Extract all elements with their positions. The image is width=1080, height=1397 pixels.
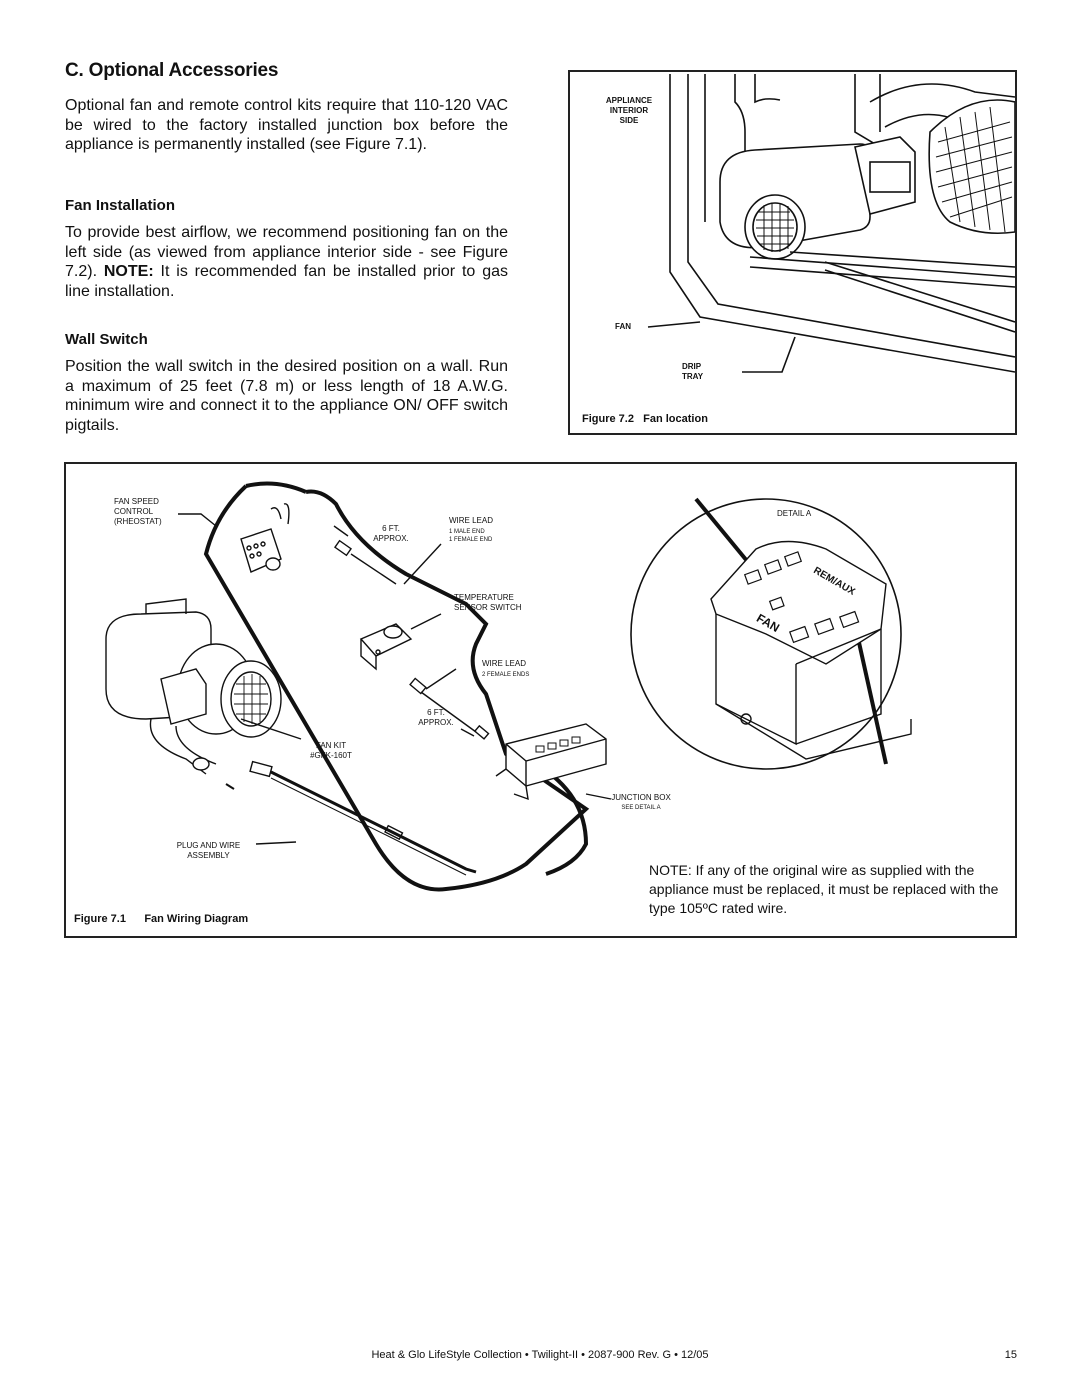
wire-lead-label-1: WIRE LEAD — [449, 516, 494, 525]
label-line: TEMPERATURE — [454, 593, 514, 602]
label-line: (RHEOSTAT) — [114, 517, 162, 526]
label-line: TRAY — [682, 372, 704, 381]
figure-7-2-caption-number: Figure 7.2 — [582, 413, 634, 425]
label-line: FAN SPEED — [114, 497, 159, 506]
fan-installation-text-after: It is recommended fan be installed prior… — [65, 263, 508, 300]
label-line: CONTROL — [114, 507, 154, 516]
label-line: DRIP — [682, 362, 702, 371]
fan-wiring-diagram — [105, 481, 912, 892]
figure-7-2-caption: Figure 7.2 Fan location — [582, 413, 708, 425]
figure-7-1: FAN SPEED CONTROL (RHEOSTAT) 6 FT. APPRO… — [64, 462, 1017, 938]
fan-installation-paragraph: To provide best airflow, we recommend po… — [65, 223, 508, 301]
wall-switch-heading: Wall Switch — [65, 331, 148, 348]
fan-installation-note-label: NOTE: — [103, 263, 154, 280]
label-line: SIDE — [619, 116, 639, 125]
label-line: ASSEMBLY — [187, 851, 230, 860]
label-line: FAN KIT — [315, 741, 347, 750]
temperature-sensor-label: TEMPERATURE SENSOR SWITCH — [454, 593, 522, 613]
label-line: 6 FT. — [427, 708, 445, 717]
figure-7-1-caption-title: Fan Wiring Diagram — [144, 913, 249, 925]
label-line: 1 MALE END — [449, 529, 485, 535]
intro-paragraph: Optional fan and remote control kits req… — [65, 97, 508, 153]
fan-speed-control-label: FAN SPEED CONTROL (RHEOSTAT) — [114, 497, 162, 527]
figure-7-1-caption: Figure 7.1 Fan Wiring Diagram — [74, 913, 248, 925]
label-line: 1 FEMALE END — [449, 537, 493, 543]
junction-box-label: JUNCTION BOX — [611, 793, 671, 802]
detail-a-label: DETAIL A — [777, 509, 812, 518]
figure-7-1-caption-number: Figure 7.1 — [74, 913, 126, 925]
label-line: SENSOR SWITCH — [454, 603, 522, 612]
wire-lead-label-2: WIRE LEAD — [482, 659, 527, 668]
fan-installation-heading: Fan Installation — [65, 197, 176, 214]
label-line: 6 FT. — [382, 524, 400, 533]
fan-kit-label: FAN KIT #GFK-160T — [301, 741, 361, 761]
junction-box-sub-label: SEE DETAIL A — [621, 805, 661, 811]
page-number: 15 — [1004, 1349, 1017, 1361]
section-title: C. Optional Accessories — [65, 60, 279, 81]
figure-7-2: APPLIANCE INTERIOR SIDE FAN DRIP TRAY Fi… — [568, 70, 1017, 435]
footer-text: Heat & Glo LifeStyle Collection • Twilig… — [371, 1349, 709, 1361]
fan-installation-text-before: To provide best airflow, we recommend po… — [65, 224, 508, 280]
fan-label: FAN — [615, 322, 631, 331]
plug-and-wire-label: PLUG AND WIRE ASSEMBLY — [161, 841, 256, 861]
label-line: PLUG AND WIRE — [176, 841, 241, 850]
drip-tray-label: DRIP TRAY — [682, 362, 703, 382]
wall-switch-paragraph: Position the wall switch in the desired … — [65, 358, 508, 434]
figure-7-2-caption-title: Fan location — [643, 413, 708, 425]
wire-replacement-note: NOTE: If any of the original wire as sup… — [649, 862, 999, 916]
wire-lead-sub-label-2: 2 FEMALE ENDS — [482, 672, 530, 678]
label-line: APPROX. — [418, 718, 454, 727]
label-line: INTERIOR — [609, 106, 649, 115]
wire-lead-sub-label-1: 1 MALE END 1 FEMALE END — [449, 528, 492, 544]
six-ft-approx-label-2: 6 FT. APPROX. — [411, 708, 461, 728]
fan-location-illustration — [647, 74, 1015, 373]
appliance-interior-side-label: APPLIANCE INTERIOR SIDE — [584, 96, 674, 126]
six-ft-approx-label-1: 6 FT. APPROX. — [366, 524, 416, 544]
label-line: APPROX. — [373, 534, 409, 543]
label-line: APPLIANCE — [605, 96, 653, 105]
label-line: #GFK-160T — [310, 751, 352, 760]
